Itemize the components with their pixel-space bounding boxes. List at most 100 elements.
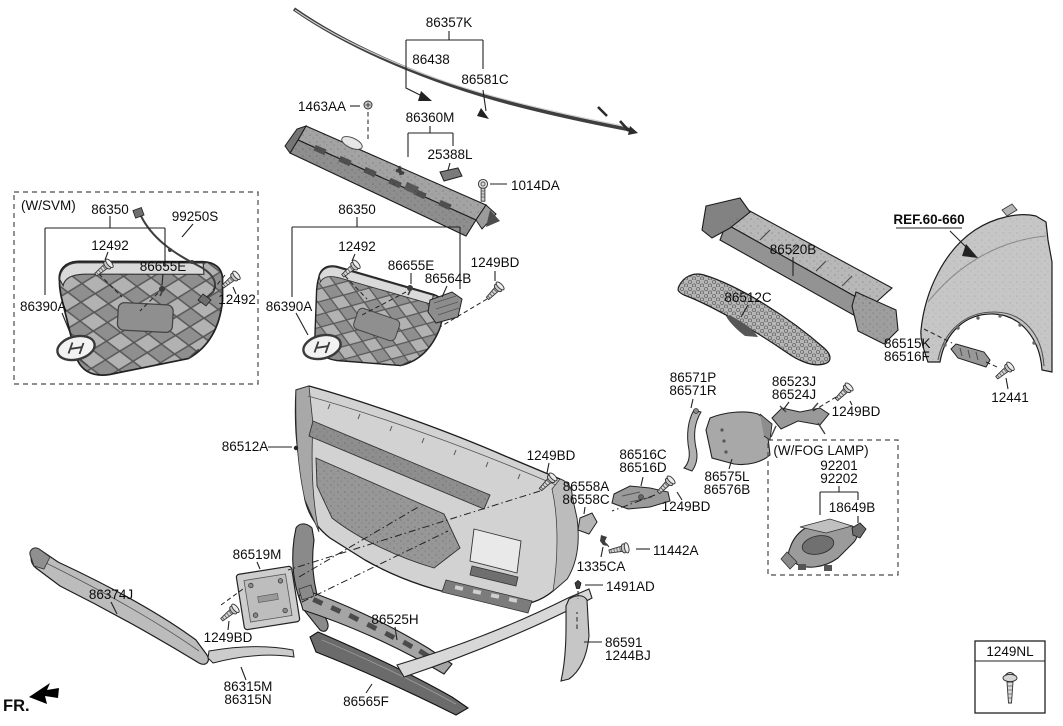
radiator-upper-cover	[284, 125, 500, 237]
label-86564B: 86564B	[425, 271, 472, 286]
label-86519M: 86519M	[233, 547, 282, 562]
label-86315M: 86315M	[224, 679, 273, 694]
label-92201: 92201	[820, 458, 858, 473]
label-86515K: 86515K	[884, 336, 931, 351]
bracket-86516CD	[611, 485, 671, 510]
front-bumper-cover	[293, 385, 579, 614]
fog-lamp-option-box	[767, 439, 899, 576]
front-fender	[920, 203, 1053, 373]
lower-skid-86565F	[309, 631, 470, 716]
label-12441: 12441	[991, 390, 1029, 405]
label-86524J: 86524J	[772, 387, 816, 402]
label-86565F: 86565F	[343, 694, 389, 709]
label-86571P: 86571P	[670, 370, 717, 385]
label-svm-86390A: 86390A	[20, 299, 67, 314]
bumper-corner-strip	[560, 595, 590, 682]
label-86591: 86591	[605, 635, 643, 650]
label-grille-86655E: 86655E	[388, 258, 435, 273]
label-mid2-1249BD: 1249BD	[662, 499, 711, 514]
label-86438: 86438	[412, 52, 450, 67]
label-grille-86350: 86350	[338, 202, 376, 217]
label-86360M: 86360M	[406, 110, 455, 125]
label-86512A: 86512A	[222, 439, 269, 454]
label-86558A: 86558A	[563, 479, 610, 494]
leader-lines	[44, 31, 1009, 694]
label-86520B: 86520B	[770, 242, 817, 257]
label-1249NL: 1249NL	[986, 644, 1034, 659]
label-svm-12492-a: 12492	[91, 238, 129, 253]
label-1335CA: 1335CA	[577, 559, 626, 574]
bracket-86571	[683, 408, 702, 472]
energy-absorber	[701, 197, 899, 345]
label-86581C: 86581C	[461, 72, 509, 87]
license-plate-bracket	[235, 565, 301, 631]
clip-icon-86655E-svm	[159, 286, 165, 297]
label-86374J: 86374J	[89, 587, 133, 602]
push-clip-icon-1463AA	[363, 100, 373, 110]
bracket-86523	[770, 402, 830, 438]
label-bl-1249BD: 1249BD	[204, 630, 253, 645]
label-svm-12492-b: 12492	[218, 292, 256, 307]
fender-bracket-86515K	[950, 343, 991, 368]
label-svm-86350: 86350	[91, 202, 129, 217]
label-1244BJ: 1244BJ	[605, 648, 651, 663]
label-86575L: 86575L	[704, 469, 750, 484]
hood-seal-strip	[292, 7, 638, 135]
part-labels: 86357K 86438 86581C 1463AA 86360M 25388L…	[3, 15, 1034, 715]
label-86523J: 86523J	[772, 374, 816, 389]
bumper-lower-lip	[396, 588, 593, 678]
svm-camera-harness	[132, 207, 216, 307]
label-fr: FR.	[3, 697, 30, 715]
direction-arrow-icon	[29, 683, 59, 704]
screw-icon-11442A	[607, 541, 631, 558]
label-1491AD: 1491AD	[606, 579, 655, 594]
label-86558C: 86558C	[562, 492, 610, 507]
label-86516F: 86516F	[884, 349, 930, 364]
label-86571R: 86571R	[669, 383, 717, 398]
label-svm-99250S: 99250S	[172, 209, 219, 224]
label-grille-1249BD: 1249BD	[471, 255, 520, 270]
skid-garnish-86525H	[298, 584, 453, 675]
label-svm-86655E: 86655E	[140, 259, 187, 274]
lower-grille	[677, 273, 831, 366]
screw-icon-1249BD-grille	[483, 280, 506, 303]
label-1014DA: 1014DA	[511, 178, 560, 193]
label-1463AA: 1463AA	[298, 99, 346, 114]
label-ref-60-660: REF.60-660	[893, 212, 964, 227]
bracket-86564B	[427, 291, 463, 324]
label-92202: 92202	[820, 471, 858, 486]
clip-18649B	[851, 522, 867, 539]
fr-direction-indicator	[29, 683, 59, 704]
label-86315N: 86315N	[224, 692, 271, 707]
label-18649B: 18649B	[829, 500, 876, 515]
label-mid-1249BD: 1249BD	[527, 448, 576, 463]
label-fog-title: (W/FOG LAMP)	[773, 443, 868, 458]
clip-icon-1491AD	[574, 580, 582, 589]
label-86516C: 86516C	[619, 447, 667, 462]
label-svm-title: (W/SVM)	[21, 198, 76, 213]
label-86576B: 86576B	[704, 482, 751, 497]
label-86357K: 86357K	[426, 15, 473, 30]
clip-icon-86655E-main	[407, 285, 413, 296]
lower-trim-86374J	[29, 547, 210, 665]
label-86525H: 86525H	[371, 612, 418, 627]
screw-icon-1249BD-brkt	[832, 381, 855, 404]
bracket-86575	[705, 411, 773, 466]
svm-option-box	[13, 191, 259, 385]
label-grille-86390A: 86390A	[266, 299, 313, 314]
lower-trim-86315	[207, 646, 295, 664]
fog-lamp	[780, 518, 858, 571]
label-brkt-1249BD: 1249BD	[832, 404, 881, 419]
screw-icon-1249NL	[1002, 672, 1018, 704]
screw-icon-12441	[993, 360, 1016, 383]
label-11442A: 11442A	[653, 543, 699, 558]
screw-icon-1249BD-plate	[218, 602, 241, 625]
label-86512C: 86512C	[724, 290, 772, 305]
bolt-icon-1014DA	[477, 178, 489, 202]
bracket-86558	[577, 512, 598, 535]
label-86516D: 86516D	[619, 460, 667, 475]
fastener-box-1249NL	[974, 640, 1046, 714]
label-25388L: 25388L	[427, 147, 473, 162]
